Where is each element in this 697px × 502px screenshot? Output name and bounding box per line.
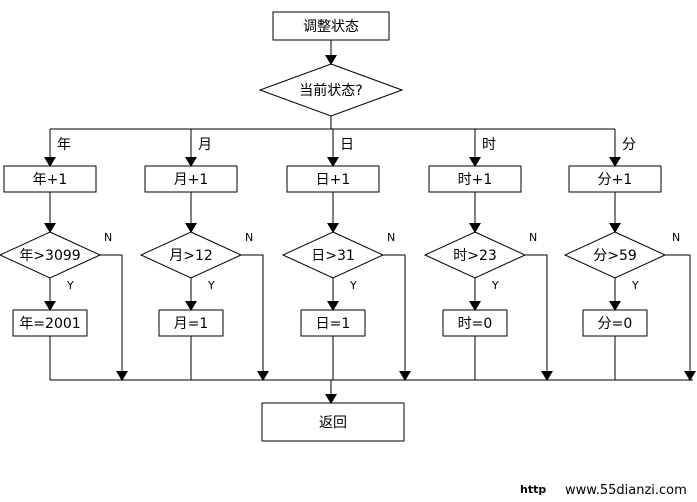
increment-label: 日+1 bbox=[316, 172, 351, 188]
no-label: N bbox=[387, 231, 395, 244]
yes-label: Y bbox=[349, 279, 357, 292]
start-node: 调整状态 bbox=[272, 11, 390, 41]
branch-2: 月月+1 月>12Y 月=1 N bbox=[139, 129, 269, 381]
watermark-site: www.55dianzi.com bbox=[565, 483, 687, 498]
return-node: 返回 bbox=[261, 402, 405, 442]
condition-label: 月>12 bbox=[169, 248, 213, 264]
yes-label: Y bbox=[631, 279, 639, 292]
reset-box bbox=[158, 309, 224, 337]
increment-label: 年+1 bbox=[33, 172, 68, 188]
reset-label: 分=0 bbox=[598, 316, 633, 332]
no-label: N bbox=[245, 231, 253, 244]
yes-label: Y bbox=[66, 279, 74, 292]
branch-label: 时 bbox=[482, 137, 496, 153]
branch-label: 日 bbox=[340, 137, 354, 153]
increment-label: 时+1 bbox=[458, 172, 493, 188]
yes-label: Y bbox=[207, 279, 215, 292]
no-label: N bbox=[104, 231, 112, 244]
branch-label: 分 bbox=[622, 137, 636, 153]
start-label: 调整状态 bbox=[303, 19, 359, 35]
reset-label: 时=0 bbox=[458, 316, 493, 332]
reset-label: 月=1 bbox=[174, 316, 209, 332]
no-arrow bbox=[525, 254, 553, 381]
increment-label: 分+1 bbox=[598, 172, 633, 188]
watermark: http www.55dianzi.com bbox=[520, 483, 687, 498]
decision-label: 当前状态? bbox=[299, 82, 362, 99]
reset-label: 日=1 bbox=[316, 316, 351, 332]
yes-label: Y bbox=[491, 279, 499, 292]
no-arrow bbox=[241, 254, 269, 381]
no-arrow bbox=[383, 254, 411, 381]
reset-box bbox=[582, 309, 648, 337]
condition-label: 年>3099 bbox=[19, 248, 80, 264]
condition-label: 日>31 bbox=[311, 248, 355, 264]
watermark-prefix: http bbox=[520, 483, 546, 496]
no-arrow bbox=[100, 254, 128, 381]
branch-4: 时时+1 时>23Y 时=0 N bbox=[423, 129, 553, 381]
increment-box bbox=[428, 165, 522, 193]
branch-5: 分分+1 分>59Y 分=0 N bbox=[563, 129, 696, 381]
increment-box bbox=[568, 165, 662, 193]
condition-label: 分>59 bbox=[593, 248, 637, 264]
branch-label: 年 bbox=[57, 137, 71, 153]
state-decision: 当前状态? bbox=[258, 63, 404, 117]
no-label: N bbox=[672, 231, 680, 244]
return-label: 返回 bbox=[319, 415, 347, 431]
reset-label: 年=2001 bbox=[19, 316, 80, 332]
branch-label: 月 bbox=[198, 137, 212, 153]
no-label: N bbox=[529, 231, 537, 244]
increment-box bbox=[3, 165, 97, 193]
increment-label: 月+1 bbox=[174, 172, 209, 188]
branch-3: 日日+1 日>31Y 日=1 N bbox=[281, 129, 411, 381]
reset-box bbox=[300, 309, 366, 337]
condition-label: 时>23 bbox=[453, 248, 497, 264]
no-arrow bbox=[665, 254, 696, 381]
